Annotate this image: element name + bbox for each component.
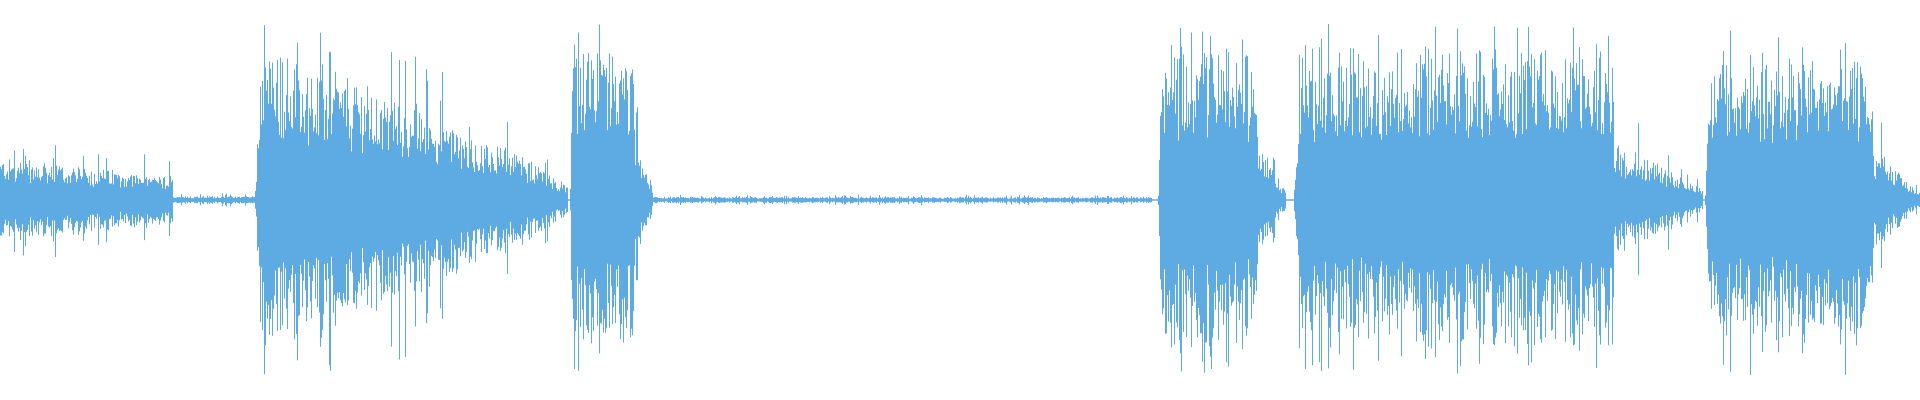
waveform-clip-4 (1158, 28, 1286, 373)
waveform-clip-1 (0, 145, 173, 257)
waveform-clip-2 (255, 25, 568, 375)
waveform-clip-6 (1705, 30, 1920, 376)
waveform-columns (0, 24, 1920, 376)
waveform-clip-5 (1294, 24, 1703, 374)
waveform-clip-3 (570, 24, 653, 371)
